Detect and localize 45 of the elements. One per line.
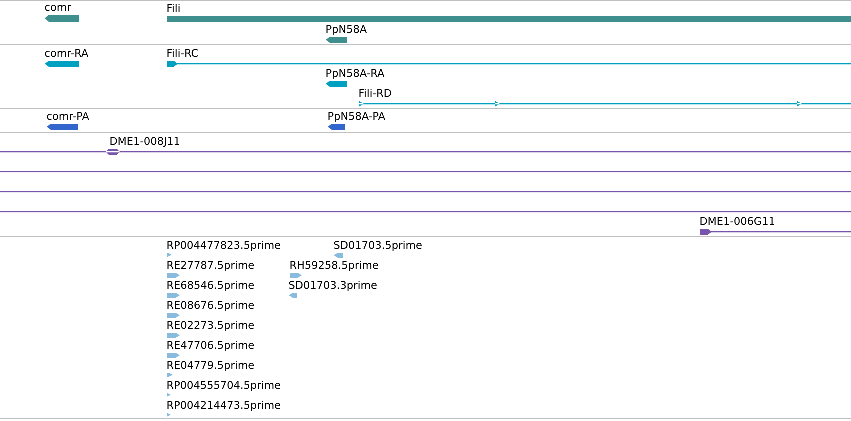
gene-feature: RP004477823.5prime	[167, 241, 280, 257]
gene-feature: Fili	[167, 4, 851, 22]
gene-feature: PpN58A-PA	[328, 112, 386, 130]
node-label: PpN58A-RA	[326, 69, 385, 80]
node-label: RP004214473.5prime	[168, 401, 280, 412]
gene-feature: RP004214473.5prime	[167, 401, 280, 417]
gene-feature: RE47706.5prime	[167, 341, 254, 358]
feature-line	[0, 211, 851, 213]
node-label: PpN58A	[326, 25, 368, 36]
node-label: RE02273.5prime	[168, 321, 254, 332]
gene-feature: comr-PA	[47, 112, 90, 130]
gene-feature: SD01703.3prime	[289, 281, 377, 298]
node-label: SD01703.5prime	[334, 241, 422, 252]
node-label: SD01703.3prime	[289, 281, 377, 292]
node-label: comr	[45, 5, 72, 12]
node-label: RE27787.5prime	[168, 261, 254, 272]
gene-feature: RP004555704.5prime	[167, 381, 280, 397]
gene-feature: PpN58A	[326, 25, 367, 43]
gene-feature: DME1-008J11	[0, 137, 851, 155]
gene-feature: RE08676.5prime	[167, 301, 254, 318]
gene-feature: RH59258.5prime	[290, 261, 378, 278]
node-label: comr-PA	[47, 112, 90, 120]
gene-feature: SD01703.5prime	[334, 241, 422, 258]
gene-feature: Fili-RD	[359, 89, 851, 107]
gene-feature: PpN58A-RA	[326, 69, 385, 87]
gene-feature: Fili-RC	[167, 49, 851, 67]
feature-line	[0, 171, 851, 173]
node-label: RE08676.5prime	[168, 301, 254, 312]
node-label: RE47706.5prime	[168, 341, 254, 352]
node-label: RE68546.5prime	[168, 281, 254, 292]
gene-feature: DME1-006G11	[700, 217, 851, 235]
node-label: Fili	[168, 4, 180, 12]
gene-feature: RE68546.5prime	[167, 281, 254, 298]
node-label: RP004477823.5prime	[168, 241, 280, 252]
gene-feature: comr	[45, 5, 79, 22]
gene-feature: RE27787.5prime	[167, 261, 254, 278]
gene-feature: RE02273.5prime	[167, 321, 254, 338]
node-label: PpN58A-PA	[328, 112, 386, 122]
node-label: RP004555704.5prime	[168, 381, 280, 392]
node-label: RE04779.5prime	[168, 361, 254, 372]
node-label: RH59258.5prime	[290, 261, 378, 272]
gene-feature: RE04779.5prime	[167, 361, 254, 377]
feature-line	[0, 191, 851, 193]
node-label: comr-RA	[45, 49, 89, 58]
gene-feature: comr-RA	[45, 49, 89, 67]
